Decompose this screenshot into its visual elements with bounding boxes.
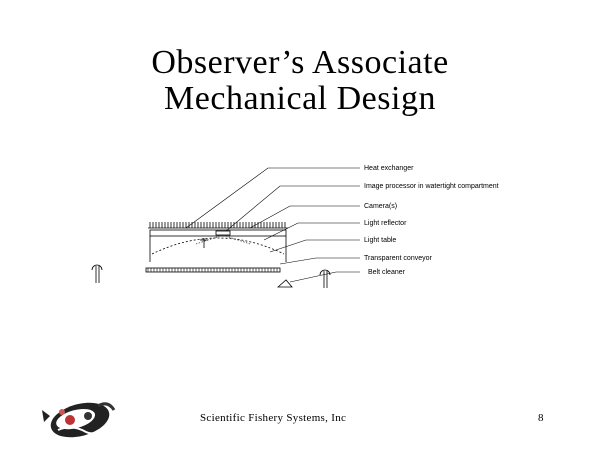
label-transparent-conveyor: Transparent conveyor bbox=[364, 255, 432, 262]
footer-company: Scientific Fishery Systems, Inc bbox=[200, 412, 347, 424]
transparent-conveyor bbox=[145, 267, 281, 273]
label-cameras: Camera(s) bbox=[364, 203, 397, 210]
page-number: 8 bbox=[538, 412, 544, 424]
image-processor-box bbox=[149, 229, 287, 237]
right-roller bbox=[319, 269, 331, 288]
label-light-reflector: Light reflector bbox=[364, 220, 407, 227]
heat-exchanger-fins bbox=[148, 222, 288, 229]
left-roller bbox=[91, 264, 103, 283]
belt-cleaner bbox=[276, 279, 293, 288]
label-belt-cleaner: Belt cleaner bbox=[368, 269, 406, 276]
label-image-processor: Image processor in watertight compartmen… bbox=[364, 183, 499, 190]
title-line-2: Mechanical Design bbox=[164, 80, 436, 117]
camera-view-lines bbox=[195, 235, 251, 245]
title-line-1: Observer’s Associate bbox=[151, 44, 449, 81]
label-heat-exchanger: Heat exchanger bbox=[364, 165, 414, 172]
fish-logo-icon bbox=[42, 402, 116, 438]
camera-housing bbox=[215, 230, 231, 236]
conveyor-ticks bbox=[147, 268, 278, 272]
light-reflector-arc bbox=[151, 237, 285, 255]
leader-lines bbox=[185, 167, 360, 283]
label-light-table: Light table bbox=[364, 237, 396, 244]
